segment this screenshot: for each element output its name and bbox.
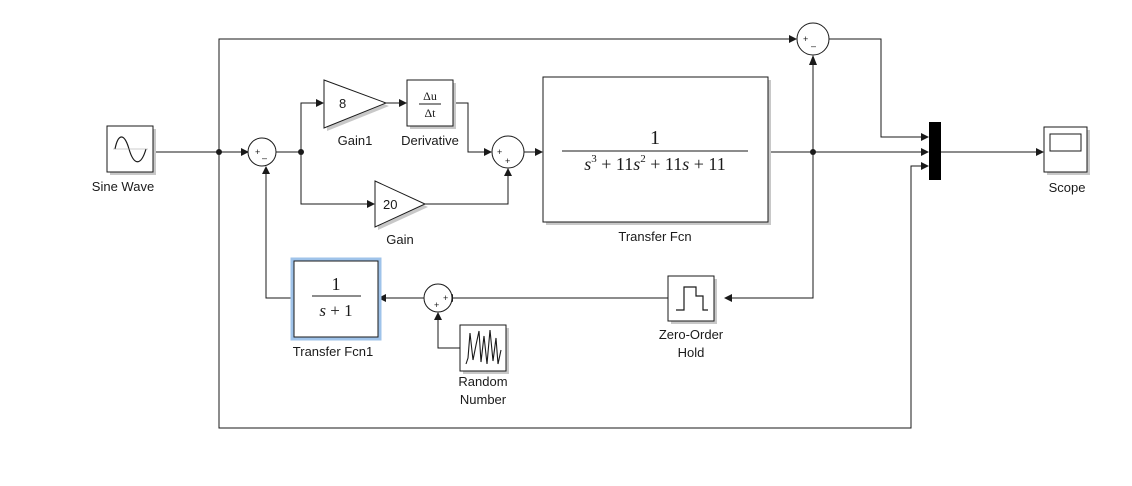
arrow-into-mux-1 <box>921 133 929 141</box>
sum-input-plus-sign: + <box>255 147 260 157</box>
transfer-fcn-numerator: 1 <box>650 127 660 149</box>
gain1-value: 8 <box>339 96 346 111</box>
random-number-block[interactable]: Random Number <box>458 324 509 407</box>
sum-mid-plus-bottom: + <box>505 156 510 166</box>
derivative-numerator: Δu <box>423 89 437 103</box>
arrow-into-derivative <box>399 99 407 107</box>
arrow-into-sum-input-bottom <box>262 166 270 174</box>
mux-block[interactable] <box>929 122 941 180</box>
wire-random-to-sum-feedback[interactable] <box>437 320 460 349</box>
derivative-label: Derivative <box>401 133 459 148</box>
scope-screen-icon <box>1049 133 1082 152</box>
random-number-label-1: Random <box>458 374 507 389</box>
wire-outer-loop-bottom[interactable] <box>218 152 921 429</box>
gain1-label: Gain1 <box>338 133 373 148</box>
wire-derivative-to-sum[interactable] <box>454 102 485 153</box>
arrow-into-sum-mid-bottom <box>504 168 512 176</box>
sum-top-plus-sign: + <box>803 34 808 44</box>
transfer-fcn1-denominator: s + 1 <box>319 301 352 320</box>
sine-wave-block[interactable]: Sine Wave <box>92 125 156 194</box>
arrow-into-mux-2 <box>921 148 929 156</box>
random-number-label-2: Number <box>460 392 507 407</box>
sum-feedback-block[interactable]: + + <box>423 283 453 313</box>
sum-mid-plus-left: + <box>497 147 502 157</box>
branch-point-error[interactable] <box>298 149 304 155</box>
arrow-into-tf1 <box>378 294 386 302</box>
transfer-fcn1-label: Transfer Fcn1 <box>293 344 373 359</box>
sum-top-minus-sign: – <box>811 41 816 51</box>
arrowheads <box>241 35 1044 320</box>
sum-input-minus-sign: – <box>262 153 267 163</box>
branch-point-tf-output[interactable] <box>810 149 816 155</box>
zero-order-hold-label-2: Hold <box>678 345 705 360</box>
scope-block[interactable]: Scope <box>1043 126 1090 195</box>
arrow-into-transfer-fcn <box>535 148 543 156</box>
zero-order-hold-block[interactable]: Zero-Order Hold <box>659 275 724 360</box>
transfer-fcn-denominator: s3 + 11s2 + 11s + 11 <box>584 153 726 174</box>
sum-input-block[interactable]: + – <box>247 137 277 167</box>
sum-top-block[interactable]: + – <box>796 22 830 56</box>
transfer-fcn-label: Transfer Fcn <box>618 229 691 244</box>
transfer-fcn1-numerator: 1 <box>332 274 341 294</box>
arrow-into-zoh <box>724 294 732 302</box>
arrow-into-gain1 <box>316 99 324 107</box>
sum-feedback-plus-right: + <box>443 293 448 303</box>
wire-sum-top-to-mux[interactable] <box>829 38 921 138</box>
arrow-into-gain <box>367 200 375 208</box>
arrow-into-mux-3 <box>921 162 929 170</box>
random-signal-icon <box>465 329 502 365</box>
gain-block[interactable]: 20 Gain <box>374 180 428 247</box>
arrow-into-sum-feedback-bottom <box>434 312 442 320</box>
arrow-into-scope <box>1036 148 1044 156</box>
arrow-into-sum-top <box>789 35 797 43</box>
signal-lines <box>153 38 1036 429</box>
selection-highlight <box>290 257 382 341</box>
zero-order-hold-label-1: Zero-Order <box>659 327 724 342</box>
arrow-into-sum-input <box>241 148 249 156</box>
scope-label: Scope <box>1049 180 1086 195</box>
wire-tf-to-zoh[interactable] <box>732 152 814 299</box>
staircase-icon <box>676 286 708 311</box>
sum-mid-block[interactable]: + + <box>491 135 525 169</box>
branch-point-sine[interactable] <box>216 149 222 155</box>
arrow-into-sum-mid <box>484 148 492 156</box>
transfer-fcn-block[interactable]: 1 s3 + 11s2 + 11s + 11 Transfer Fcn <box>542 76 771 244</box>
arrow-into-sum-top-bottom <box>809 55 817 65</box>
wire-tf1-to-sum-input[interactable] <box>265 172 292 299</box>
wire-gain-to-sum[interactable] <box>425 176 509 205</box>
gain-label: Gain <box>386 232 413 247</box>
sine-wave-label: Sine Wave <box>92 179 154 194</box>
gain1-block[interactable]: 8 Gain1 <box>323 79 389 148</box>
wire-to-gain[interactable] <box>300 152 367 205</box>
derivative-block[interactable]: Δu Δt Derivative <box>401 79 459 148</box>
wire-outer-loop-top[interactable] <box>218 38 789 152</box>
derivative-denominator: Δt <box>424 106 436 120</box>
sum-feedback-plus-bottom: + <box>434 300 439 310</box>
transfer-fcn1-block[interactable]: 1 s + 1 Transfer Fcn1 <box>290 257 382 359</box>
gain-value: 20 <box>383 197 397 212</box>
wire-to-gain1[interactable] <box>300 102 316 152</box>
